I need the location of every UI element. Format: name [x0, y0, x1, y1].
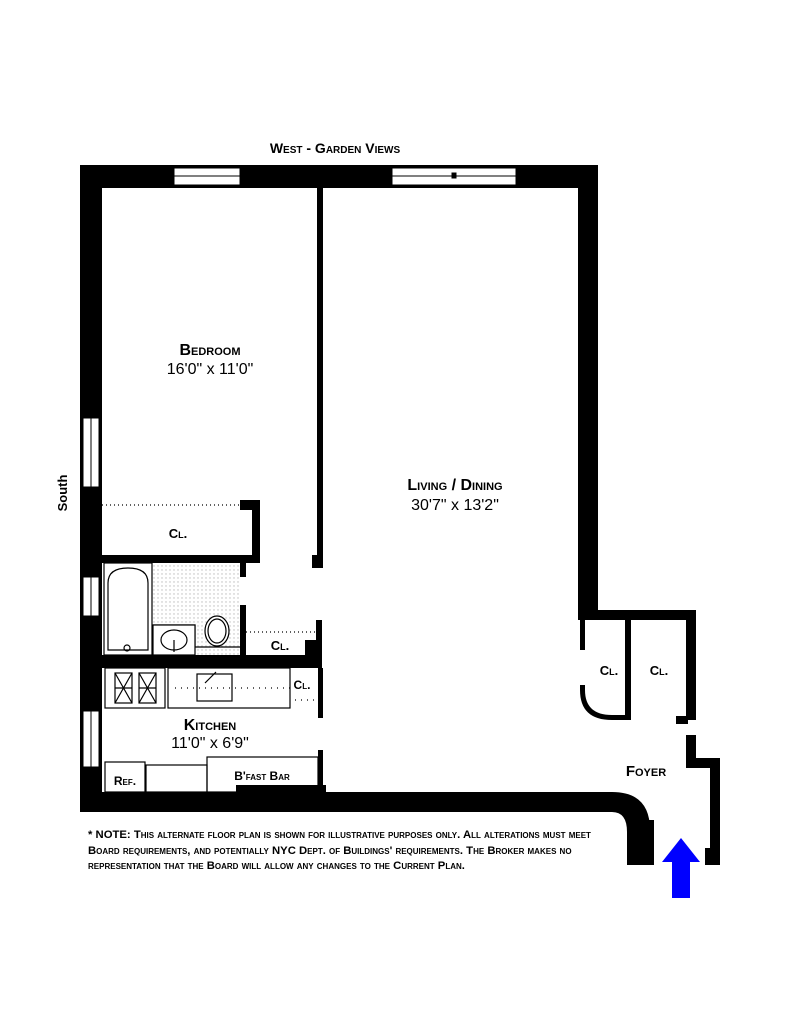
foyer-closet-right-label: Cl. [650, 663, 669, 678]
foyer-label: Foyer [626, 763, 666, 780]
living-label: Living / Dining [407, 477, 502, 494]
breakfast-bar-label: B'fast Bar [234, 769, 290, 783]
living-dims: 30'7" x 13'2" [411, 497, 499, 514]
disclaimer-note: * NOTE: This alternate floor plan is sho… [88, 829, 591, 872]
foyer-closet-left-label: Cl. [600, 663, 619, 678]
orientation-left-label: South [55, 475, 70, 512]
orientation-top-label: West - Garden Views [270, 140, 401, 156]
refrigerator-label: Ref. [114, 774, 136, 788]
kitchen-label: Kitchen [184, 717, 237, 734]
windows [82, 167, 517, 768]
bedroom-closet-label: Cl. [169, 526, 188, 541]
kitchen-closet-label: Cl. [294, 678, 311, 692]
bedroom-label: Bedroom [179, 342, 240, 359]
entry-arrow-icon [662, 838, 700, 898]
bedroom-dims: 16'0" x 11'0" [167, 361, 254, 378]
fixtures [102, 504, 319, 793]
hall-closet-label: Cl. [271, 638, 290, 653]
kitchen-dims: 11'0" x 6'9" [171, 735, 249, 752]
walls [80, 165, 720, 865]
